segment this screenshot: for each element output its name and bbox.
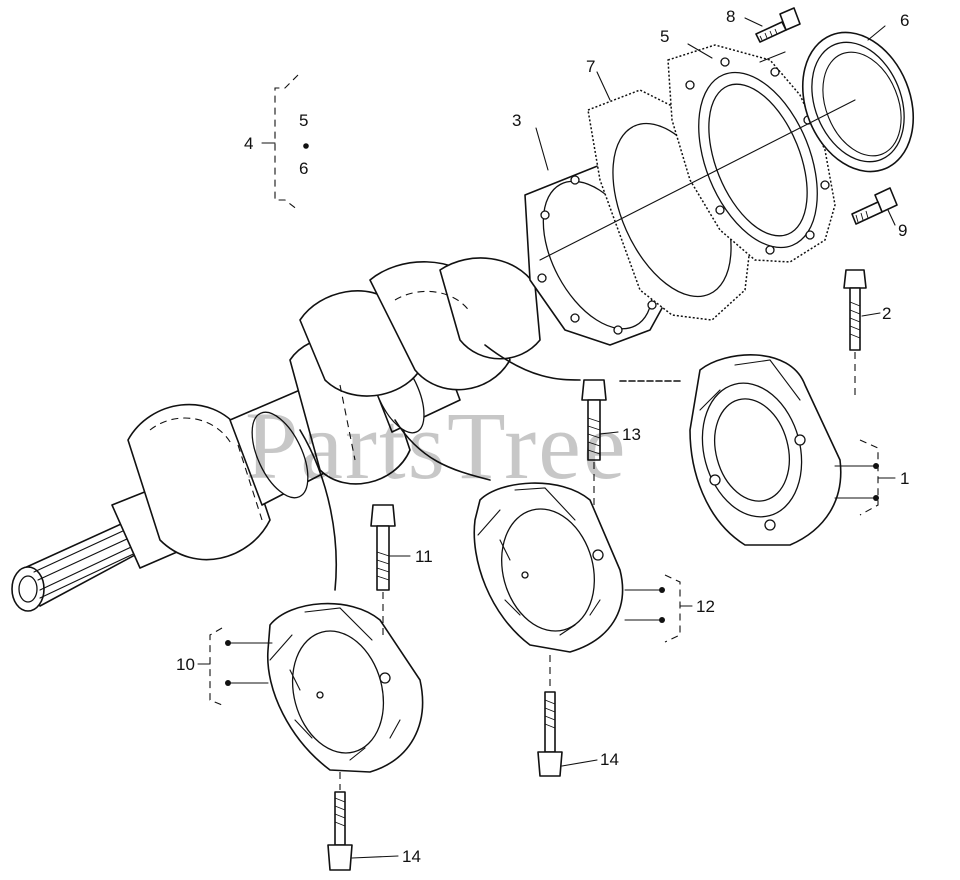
assembly-centerline <box>539 99 856 261</box>
crankshaft[interactable] <box>11 257 541 612</box>
callout-8: 8 <box>726 7 735 26</box>
bolt-11[interactable] <box>370 504 396 640</box>
callout-11: 11 <box>415 547 433 566</box>
callout-14-upper: 14 <box>600 750 619 769</box>
callout-7: 7 <box>586 57 595 76</box>
bolt-14-upper[interactable] <box>537 655 563 777</box>
callout-9: 9 <box>898 221 907 240</box>
assembly-path-1 <box>484 344 581 381</box>
bolt-2[interactable] <box>843 269 867 395</box>
bearing-carrier-12[interactable] <box>473 482 624 653</box>
bearing-carrier-1[interactable] <box>688 354 842 546</box>
bolt-13[interactable] <box>581 379 607 505</box>
callout-4-item-6: 6 <box>299 159 308 178</box>
callout-4-item-5: 5 <box>299 111 308 130</box>
callout-10: 10 <box>176 655 195 674</box>
callout-1: 1 <box>900 469 909 488</box>
callout-12: 12 <box>696 597 715 616</box>
bolt-14-lower[interactable] <box>327 772 353 871</box>
watermark: PartsTree <box>245 392 627 499</box>
bolt-9[interactable] <box>851 187 898 225</box>
callout-5: 5 <box>660 27 669 46</box>
leaders <box>197 17 896 859</box>
bearing-carrier-10[interactable] <box>266 602 424 773</box>
assembly-path-12 <box>394 419 491 481</box>
callout-3: 3 <box>512 111 521 130</box>
callout-14-lower: 14 <box>402 847 421 866</box>
callout-13: 13 <box>622 425 641 444</box>
seal-housing-5[interactable] <box>667 44 841 265</box>
callout-2: 2 <box>882 304 891 323</box>
bolt-8[interactable] <box>755 7 801 43</box>
assembly-path-10 <box>299 429 338 591</box>
callout-4: 4 <box>244 134 253 153</box>
oil-seal-6[interactable] <box>783 16 933 188</box>
callout-6: 6 <box>900 11 909 30</box>
